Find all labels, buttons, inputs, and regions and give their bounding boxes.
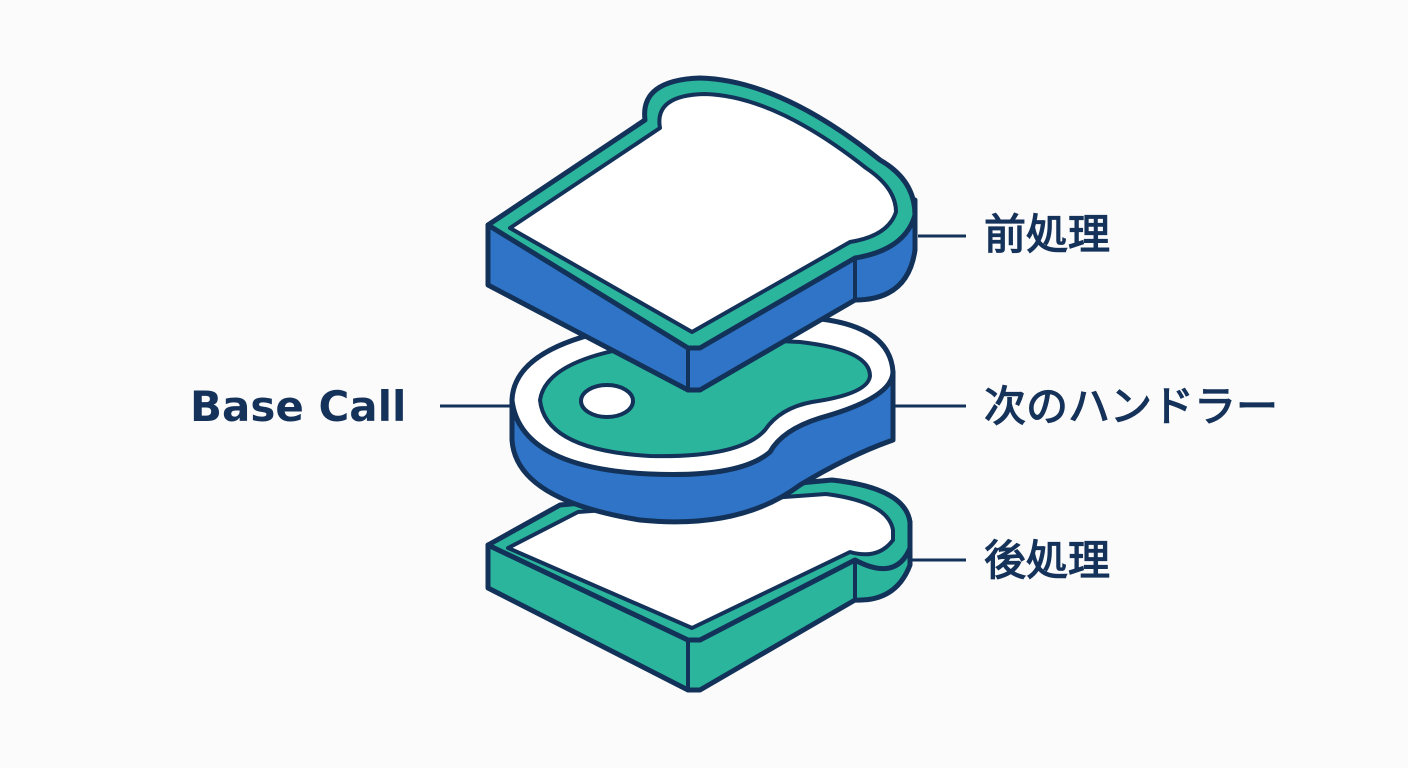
label-post-processing: 後処理	[984, 536, 1111, 585]
bottom-slice-inner	[506, 492, 895, 630]
top-bread-slice	[485, 75, 918, 393]
label-pre-processing: 前処理	[984, 210, 1111, 259]
label-base-call: Base Call	[190, 382, 407, 431]
label-next-handler: 次のハンドラー	[984, 382, 1279, 431]
top-slice-edge	[686, 258, 857, 390]
patty-fat-spot	[579, 383, 635, 419]
bottom-bread-slice	[485, 477, 913, 693]
top-slice-inner	[508, 92, 898, 334]
bottom-slice-edge	[686, 560, 857, 690]
